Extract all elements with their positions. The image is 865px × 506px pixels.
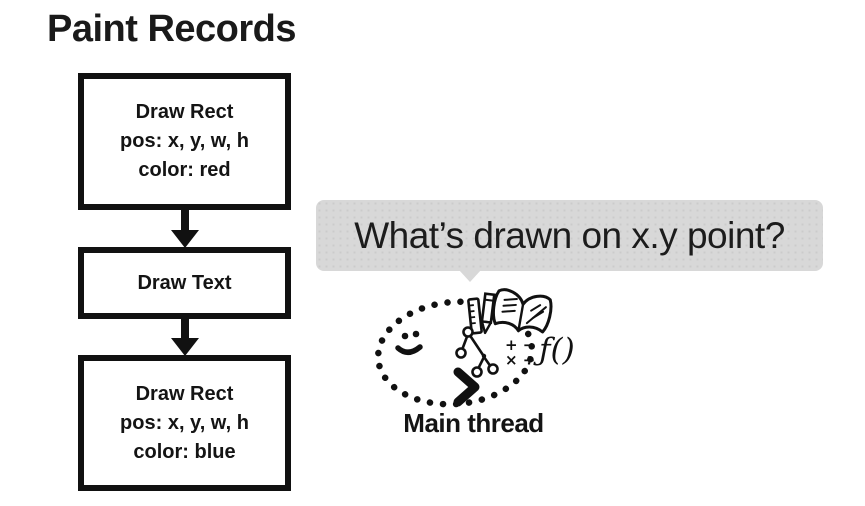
box-line: color: blue — [133, 440, 236, 463]
flow-arrow-down-icon — [166, 317, 204, 356]
flow-arrow-down-icon — [166, 209, 204, 248]
arrow-shaft — [181, 209, 189, 230]
function-notation-icon: ƒ() — [533, 332, 575, 368]
main-thread-illustration: + − × ÷ ƒ() — [374, 288, 575, 408]
box-line: color: red — [138, 159, 231, 181]
draw-rect-blue-box: Draw Rect pos: x, y, w, h color: blue — [78, 355, 291, 491]
draw-text-box: Draw Text — [78, 247, 291, 319]
box-line: Draw Text — [137, 271, 232, 294]
speech-bubble-tail — [459, 270, 481, 282]
arrow-head — [171, 338, 199, 356]
tree-graph-icon — [455, 326, 499, 378]
box-line: Draw Rect — [135, 382, 234, 405]
speech-bubble: What’s drawn on x.y point? — [316, 200, 823, 271]
ruler-icon — [467, 297, 483, 335]
dotted-loop-icon — [374, 298, 536, 408]
arrow-head — [171, 230, 199, 248]
box-line: Draw Rect — [135, 101, 234, 123]
open-book-icon — [491, 288, 553, 334]
svg-text:+ −: + − — [505, 336, 535, 354]
smiley-face-icon — [395, 330, 423, 355]
speech-bubble-text: What’s drawn on x.y point? — [354, 214, 785, 256]
box-line: pos: x, y, w, h — [120, 411, 249, 434]
box-line: pos: x, y, w, h — [120, 130, 249, 152]
page-title: Paint Records — [47, 8, 297, 50]
main-thread-label: Main thread — [403, 408, 544, 438]
draw-rect-red-box: Draw Rect pos: x, y, w, h color: red — [78, 73, 291, 210]
math-symbols-icon: + − × ÷ — [505, 336, 535, 369]
svg-text:× ÷: × ÷ — [505, 351, 535, 369]
chevron-arrow-icon — [453, 367, 480, 407]
arrow-shaft — [181, 317, 189, 338]
